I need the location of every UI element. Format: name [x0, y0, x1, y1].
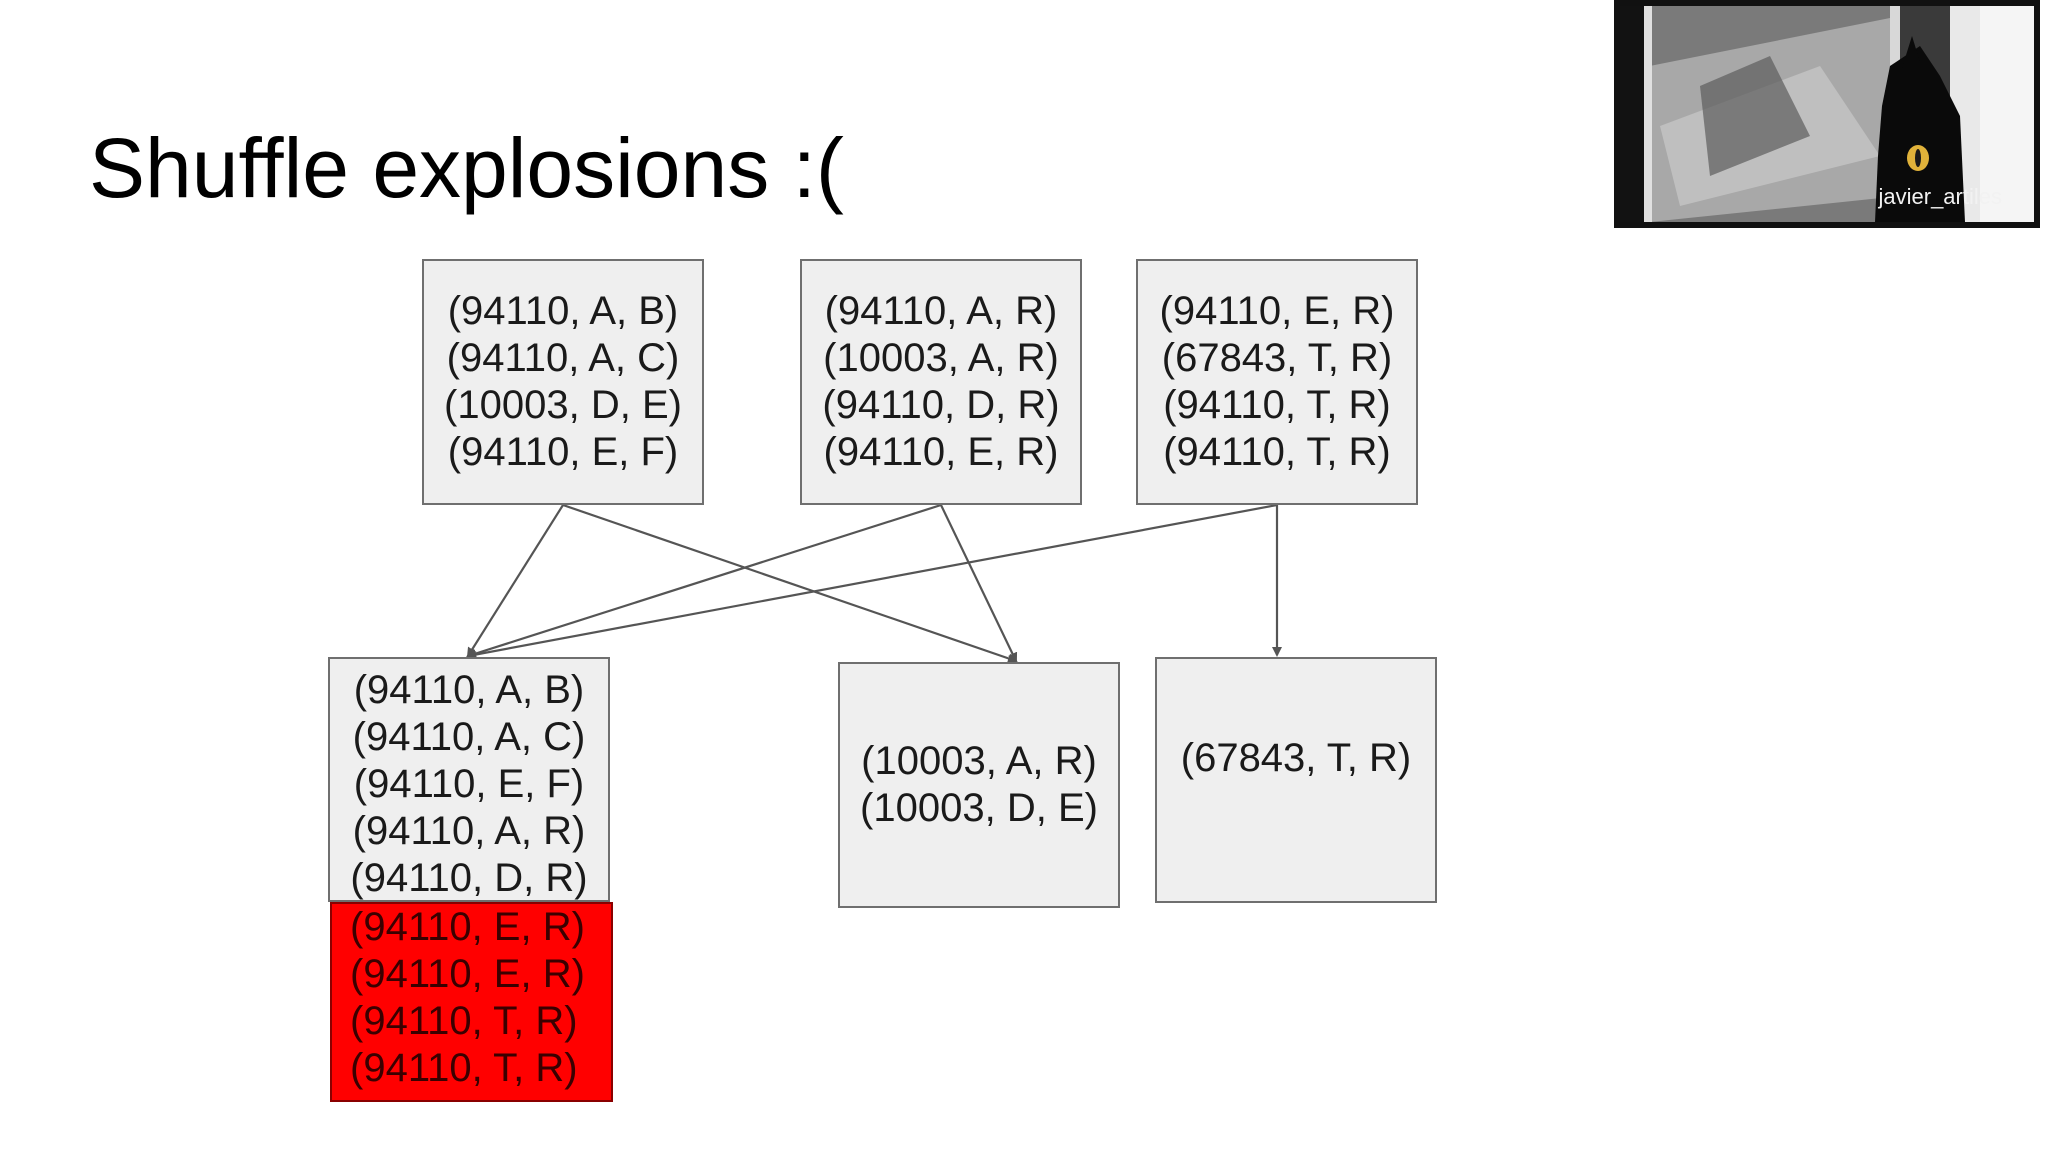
- record: (94110, A, C): [352, 715, 586, 759]
- cat-photo: [1620, 6, 2034, 222]
- record: (94110, A, C): [446, 336, 680, 380]
- shuffle-arrow-1-to-2: [562, 503, 1018, 664]
- target-partition-2: (10003, A, R) (10003, D, E): [838, 662, 1120, 908]
- record: (94110, E, R): [1159, 289, 1395, 333]
- record: (94110, A, B): [353, 668, 585, 712]
- record: (94110, T, R): [1163, 430, 1391, 474]
- record: (10003, A, R): [823, 336, 1059, 380]
- source-partition-1: (94110, A, B) (94110, A, C) (10003, D, E…: [422, 259, 704, 505]
- target-partition-3: (67843, T, R): [1155, 657, 1437, 903]
- source-partition-2: (94110, A, R) (10003, A, R) (94110, D, R…: [800, 259, 1082, 505]
- record: (94110, E, F): [353, 762, 585, 806]
- record: (94110, T, R): [1163, 383, 1391, 427]
- slide-title: Shuffle explosions :(: [89, 121, 844, 215]
- record: (94110, D, R): [822, 383, 1060, 427]
- shuffle-arrow-3-to-1: [466, 503, 1278, 660]
- record: (94110, A, B): [447, 289, 679, 333]
- shuffle-arrow-1-to-1: [466, 504, 564, 658]
- record: (94110, E, R): [823, 430, 1059, 474]
- shuffle-arrow-2-to-2: [940, 504, 1018, 663]
- record: (67843, T, R): [1180, 736, 1412, 780]
- record: (94110, E, F): [447, 430, 679, 474]
- overflow-record: (94110, T, R): [350, 999, 578, 1043]
- shuffle-arrow-2-to-1: [466, 503, 942, 659]
- source-partition-3: (94110, E, R) (67843, T, R) (94110, T, R…: [1136, 259, 1418, 505]
- photo-credit: javier_artiles: [1878, 184, 2003, 209]
- record: (67843, T, R): [1161, 336, 1393, 380]
- overflow-record: (94110, T, R): [350, 1046, 578, 1090]
- overflow-partition: (94110, E, R) (94110, E, R) (94110, T, R…: [330, 902, 613, 1102]
- record: (10003, D, E): [860, 786, 1098, 830]
- record: (10003, D, E): [444, 383, 682, 427]
- record: (94110, A, R): [824, 289, 1058, 333]
- target-partition-1: (94110, A, B) (94110, A, C) (94110, E, F…: [328, 657, 610, 902]
- overflow-record: (94110, E, R): [350, 905, 585, 949]
- record: (94110, A, R): [352, 809, 586, 853]
- record: (10003, A, R): [861, 739, 1097, 783]
- speaker-video-thumbnail: javier_artiles: [1614, 0, 2040, 228]
- overflow-record: (94110, E, R): [350, 952, 585, 996]
- record: (94110, D, R): [350, 856, 588, 900]
